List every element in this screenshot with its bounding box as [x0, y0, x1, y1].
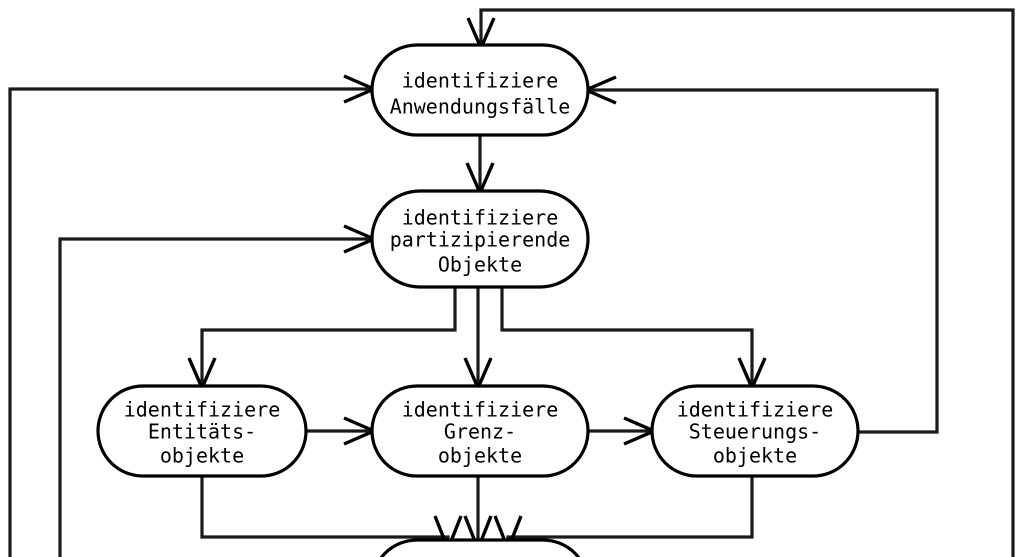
node-label-steuerungs-line2: Steuerungs-	[689, 420, 821, 444]
node-label-entitaets-line2: Entitäts-	[148, 420, 256, 444]
node-identifiziere-partizipierende-objekte[interactable]: identifiziere partizipierende Objekte	[370, 189, 590, 289]
node-label-anwendungsfaelle-line2: Anwendungsfälle	[390, 95, 571, 119]
edge-partizipierende-to-grenz	[463, 287, 493, 393]
edge-grenz-to-bottom	[463, 476, 493, 554]
node-label-partizipierende-line1: identifiziere	[402, 206, 559, 230]
edge-entitaets-to-grenz	[306, 416, 379, 446]
node-bottom-node-cropped[interactable]	[372, 538, 588, 557]
edge-steuerungs-to-bottom	[493, 476, 754, 554]
node-identifiziere-anwendungsfaelle[interactable]: identifiziere Anwendungsfälle	[370, 43, 590, 137]
node-label-entitaets-line1: identifiziere	[124, 398, 281, 422]
edge-grenz-to-steuerungs	[588, 416, 659, 446]
node-label-grenz-line2: Grenz-	[444, 420, 516, 444]
node-identifiziere-steuerungsobjekte[interactable]: identifiziere Steuerungs- objekte	[650, 384, 860, 478]
node-label-steuerungs-line1: identifiziere	[677, 398, 834, 422]
node-label-anwendungsfaelle-line1: identifiziere	[402, 69, 559, 93]
node-label-steuerungs-line3: objekte	[713, 444, 797, 468]
node-label-entitaets-line3: objekte	[160, 444, 244, 468]
node-label-grenz-line1: identifiziere	[402, 398, 559, 422]
edge-feedback-steuerungs-to-anwendungsfaelle	[581, 75, 939, 434]
node-label-partizipierende-line2: partizipierende	[390, 228, 571, 252]
node-label-partizipierende-line3: Objekte	[438, 253, 522, 277]
node-identifiziere-entitaetsobjekte[interactable]: identifiziere Entitäts- objekte	[96, 384, 308, 478]
edge-partizipierende-to-entitaets	[187, 287, 457, 393]
edge-partizipierende-to-steuerungs	[500, 287, 767, 393]
edge-entitaets-to-bottom	[200, 476, 463, 554]
node-identifiziere-grenzobjekte[interactable]: identifiziere Grenz- objekte	[370, 384, 590, 478]
node-label-grenz-line3: objekte	[438, 444, 522, 468]
edge-anwendungsfaelle-to-partizipierende	[465, 135, 495, 198]
edge-feedback-outer-left-to-anwendungsfaelle	[8, 74, 379, 557]
